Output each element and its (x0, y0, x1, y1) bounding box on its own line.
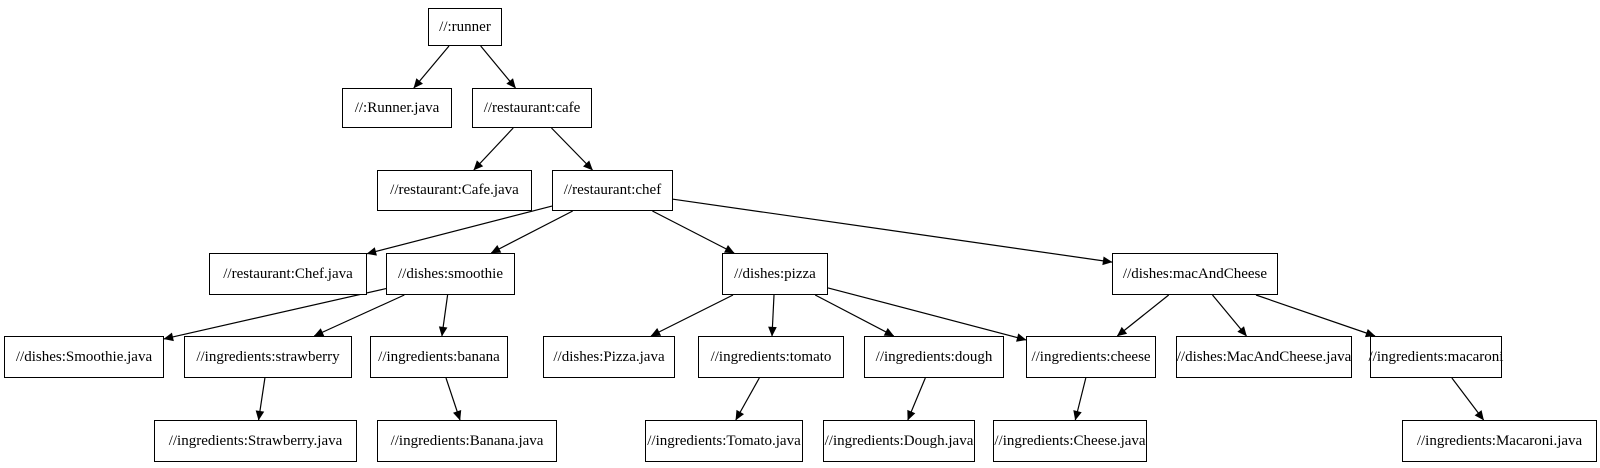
graph-edge-chef-to-smoothie (490, 210, 573, 254)
graph-edge-mac-and-cheese-to-mac-and-cheese-java (1212, 294, 1247, 337)
graph-node-smoothie: //dishes:smoothie (386, 253, 515, 295)
graph-node-tomato: //ingredients:tomato (698, 336, 844, 378)
graph-edge-tomato-to-tomato-java (735, 377, 760, 421)
graph-edge-banana-to-banana-java (445, 377, 462, 421)
graph-edge-strawberry-to-strawberry-java (255, 377, 266, 421)
graph-node-banana: //ingredients:banana (370, 336, 508, 378)
graph-node-macaroni: //ingredients:macaroni (1369, 336, 1503, 378)
graph-edge-chef-to-mac-and-cheese (672, 198, 1113, 266)
graph-node-cafe: //restaurant:cafe (472, 88, 592, 128)
graph-edge-cheese-to-cheese-java (1073, 377, 1087, 421)
graph-edge-pizza-to-tomato (768, 294, 777, 337)
graph-node-dough-java: //ingredients:Dough.java (823, 420, 975, 462)
graph-edge-smoothie-to-banana (438, 294, 449, 337)
graph-edge-pizza-to-pizza-java (650, 294, 734, 337)
graph-node-cheese: //ingredients:cheese (1026, 336, 1156, 378)
graph-edge-chef-to-chef-java (366, 205, 553, 256)
graph-edge-cafe-to-cafe-java (473, 127, 514, 171)
graph-edge-mac-and-cheese-to-macaroni (1255, 294, 1376, 338)
graph-node-chef: //restaurant:chef (552, 170, 673, 211)
graph-node-banana-java: //ingredients:Banana.java (377, 420, 557, 462)
graph-edge-macaroni-to-macaroni-java (1451, 377, 1485, 421)
graph-node-chef-java: //restaurant:Chef.java (209, 253, 367, 295)
graph-edge-runner-to-cafe (480, 45, 516, 89)
graph-node-tomato-java: //ingredients:Tomato.java (645, 420, 803, 462)
graph-node-strawberry: //ingredients:strawberry (184, 336, 352, 378)
graph-node-mac-and-cheese-java: //dishes:MacAndCheese.java (1176, 336, 1352, 378)
graph-edge-group (163, 45, 1485, 421)
graph-node-pizza-java: //dishes:Pizza.java (543, 336, 675, 378)
graph-node-cafe-java: //restaurant:Cafe.java (377, 170, 532, 211)
graph-edge-mac-and-cheese-to-cheese (1116, 294, 1170, 337)
graph-node-mac-and-cheese: //dishes:macAndCheese (1112, 253, 1278, 295)
graph-node-runner: //:runner (428, 8, 502, 46)
graph-edge-cafe-to-chef (551, 127, 593, 171)
graph-edge-runner-to-runner-java (413, 45, 450, 89)
graph-node-smoothie-java: //dishes:Smoothie.java (4, 336, 164, 378)
graph-edge-pizza-to-dough (814, 294, 895, 337)
graph-edge-dough-to-dough-java (907, 377, 926, 421)
graph-edge-pizza-to-cheese (827, 287, 1027, 342)
graph-node-macaroni-java: //ingredients:Macaroni.java (1402, 420, 1597, 462)
graph-edge-smoothie-to-strawberry (313, 294, 405, 337)
graph-edge-chef-to-pizza (652, 210, 735, 254)
graph-node-strawberry-java: //ingredients:Strawberry.java (154, 420, 357, 462)
graph-edge-smoothie-to-smoothie-java (163, 288, 387, 342)
graph-node-dough: //ingredients:dough (864, 336, 1004, 378)
graph-node-pizza: //dishes:pizza (722, 253, 828, 295)
graph-node-cheese-java: //ingredients:Cheese.java (993, 420, 1147, 462)
graph-node-runner-java: //:Runner.java (342, 88, 452, 128)
